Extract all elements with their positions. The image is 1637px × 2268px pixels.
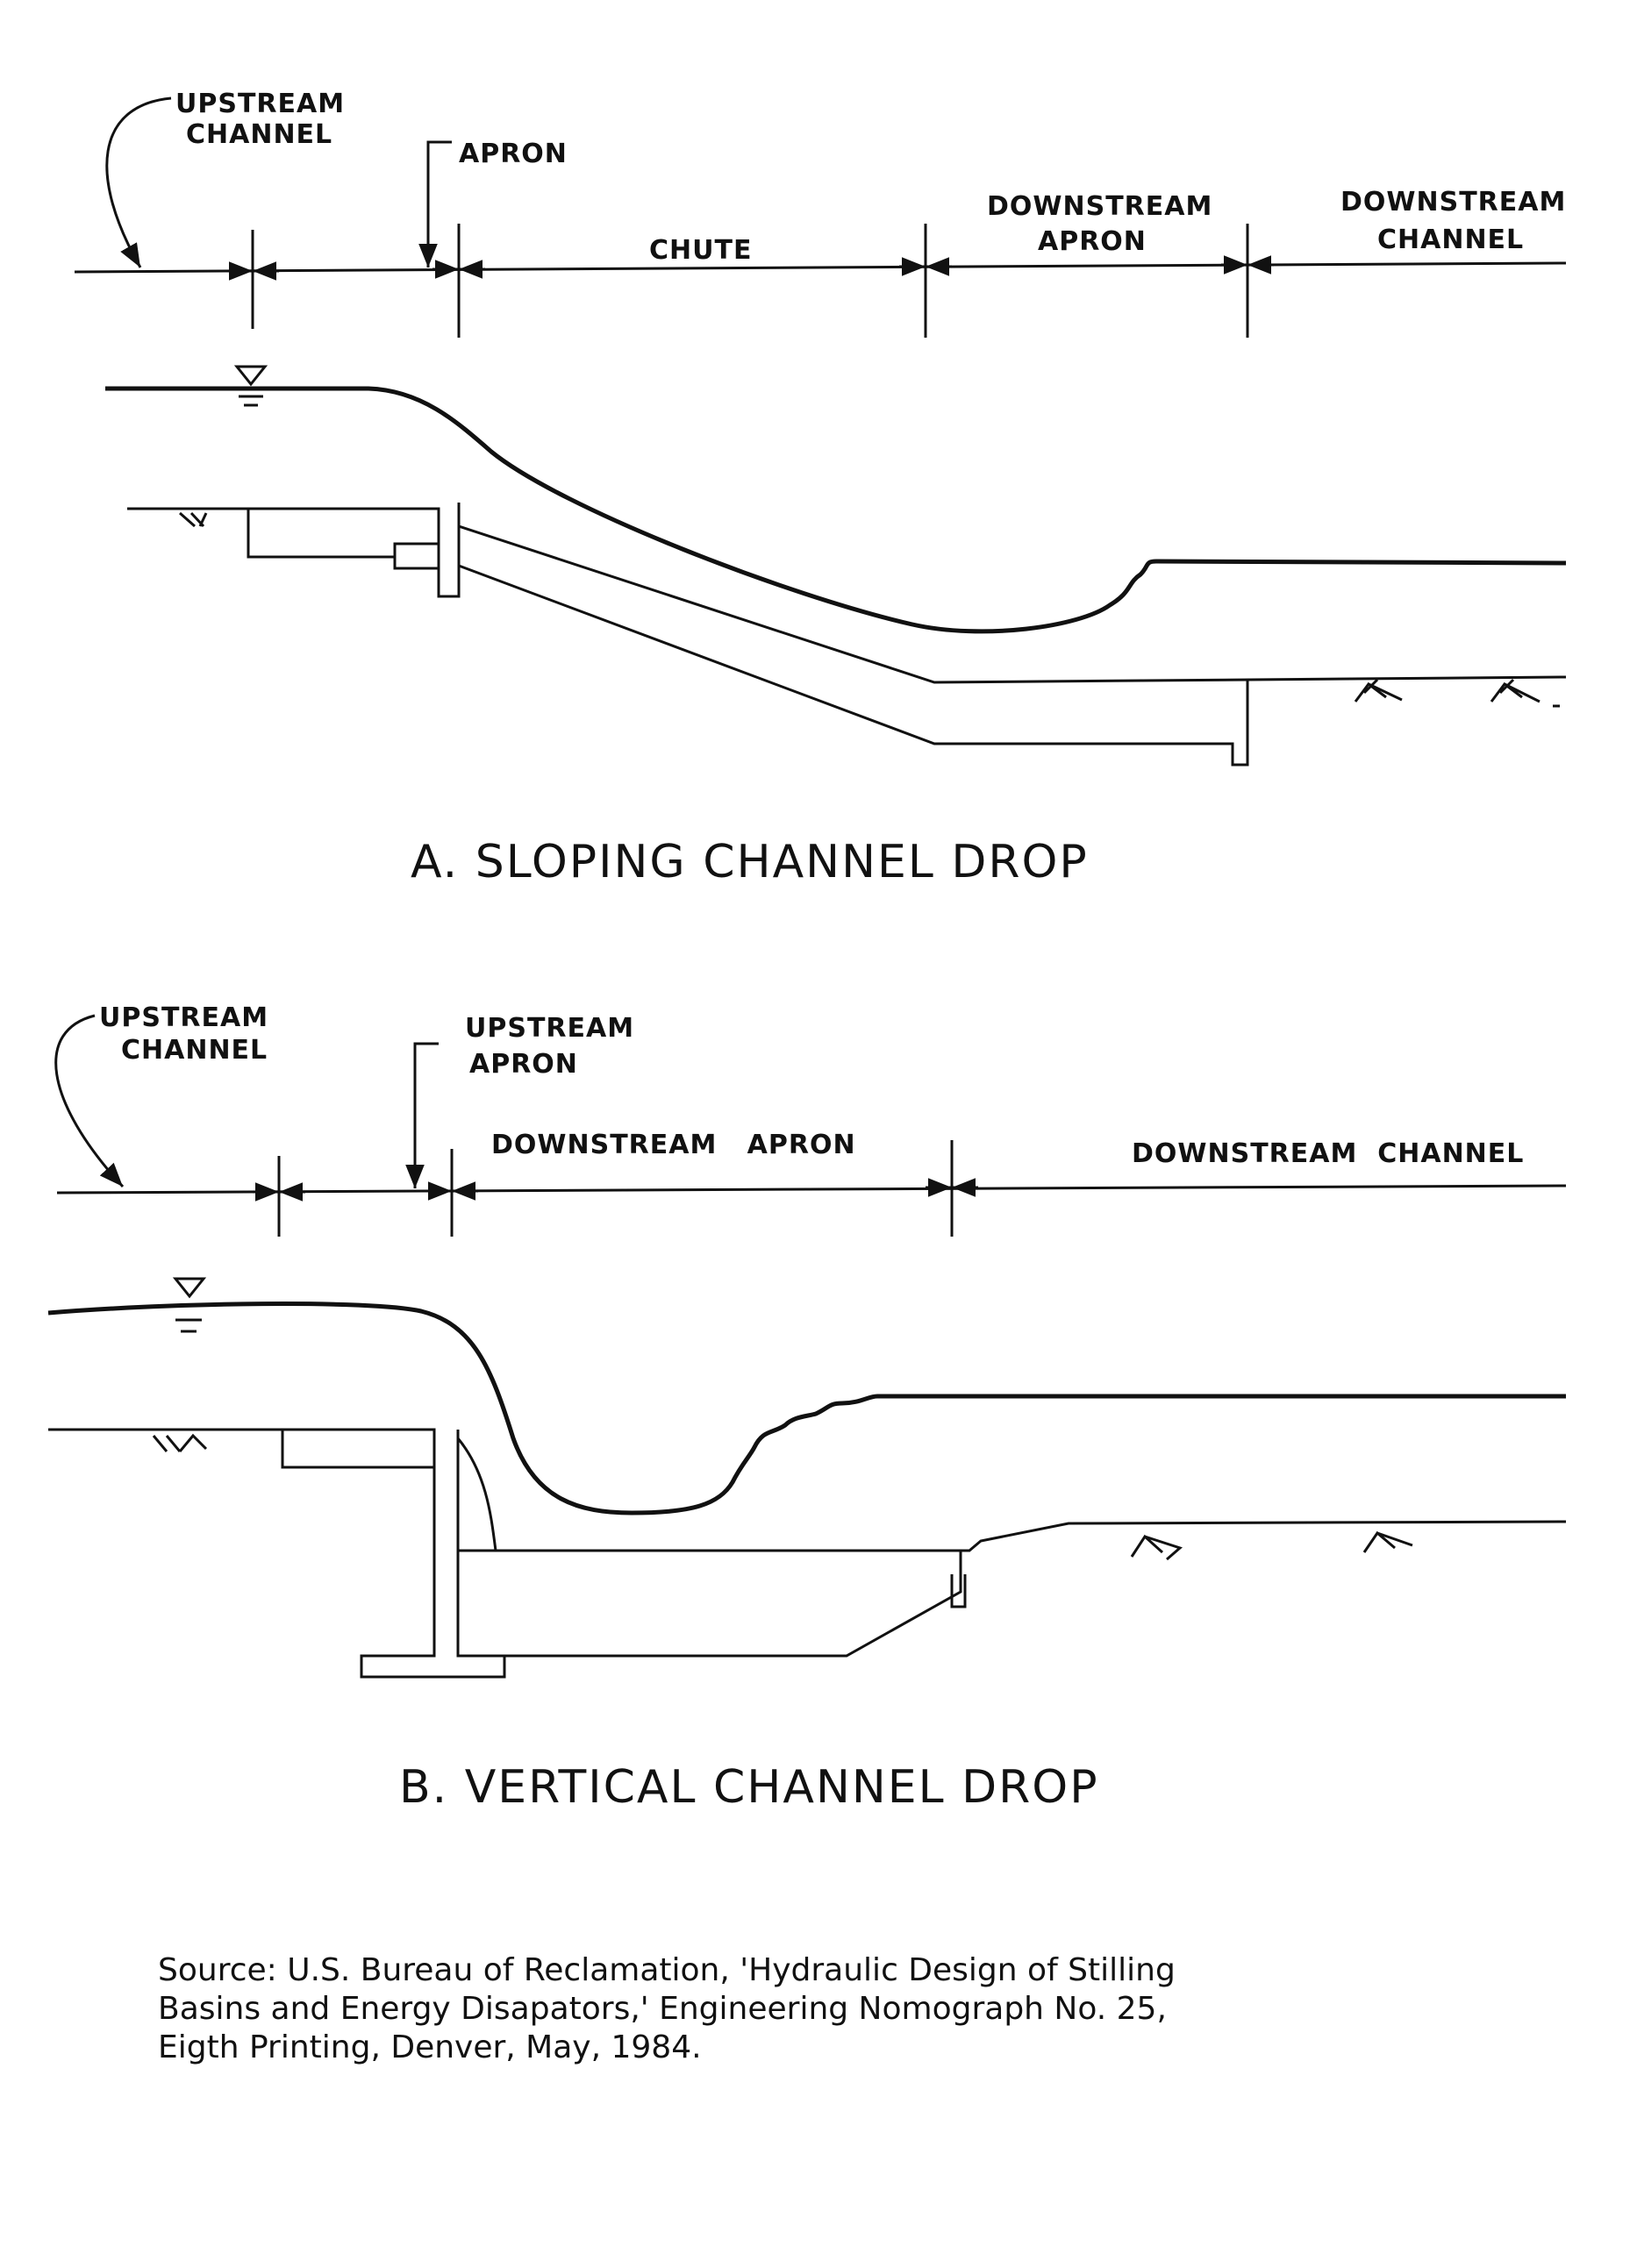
water-level-icon (233, 365, 268, 387)
figure-a-title: A. SLOPING CHANNEL DROP (411, 836, 1089, 888)
label-upstream-channel-1: UPSTREAM (175, 89, 345, 119)
label-apron: APRON (459, 139, 568, 169)
leader-b-upstream-apron (405, 1042, 439, 1188)
source-line-1: Source: U.S. Bureau of Reclamation, 'Hyd… (158, 1952, 1176, 1988)
label-b-upstream-apron-2: APRON (469, 1049, 578, 1080)
figure-a: UPSTREAM CHANNEL APRON CHUTE DOWNSTREAM … (74, 89, 1567, 888)
dimension-line-a (74, 261, 1567, 274)
label-downstream-channel-2: CHANNEL (1377, 225, 1524, 255)
label-b-downstream-apron: DOWNSTREAM APRON (491, 1130, 856, 1160)
label-b-upstream-channel-2: CHANNEL (121, 1035, 268, 1066)
label-b-upstream-apron-1: UPSTREAM (465, 1013, 634, 1044)
dimension-line-b (56, 1184, 1567, 1195)
label-downstream-apron-1: DOWNSTREAM (987, 191, 1212, 222)
label-b-downstream-channel: DOWNSTREAM CHANNEL (1132, 1138, 1524, 1169)
leader-b-upstream-channel (54, 1014, 125, 1188)
water-surface-b (47, 1302, 1566, 1516)
chute-bottom-a (458, 564, 1249, 767)
structure-b (48, 1428, 1567, 1679)
leader-apron (418, 140, 452, 267)
water-level-b-icon (172, 1277, 207, 1299)
source-line-2: Basins and Energy Disapators,' Engineeri… (158, 1991, 1167, 2027)
label-downstream-apron-2: APRON (1038, 226, 1147, 257)
label-downstream-channel-1: DOWNSTREAM (1340, 187, 1566, 218)
label-chute: CHUTE (649, 235, 752, 266)
source-citation: Source: U.S. Bureau of Reclamation, 'Hyd… (158, 1951, 1474, 2067)
water-surface-a (105, 386, 1567, 634)
source-line-3: Eigth Printing, Denver, May, 1984. (158, 2029, 702, 2065)
leader-upstream-channel (105, 96, 172, 268)
figure-b: UPSTREAM CHANNEL UPSTREAM APRON DOWNSTRE… (47, 1002, 1567, 1814)
label-upstream-channel-2: CHANNEL (186, 119, 332, 150)
chute-top-a (457, 503, 1567, 684)
figure-b-title: B. VERTICAL CHANNEL DROP (399, 1761, 1099, 1814)
upstream-apron-a (127, 503, 461, 598)
label-b-upstream-channel-1: UPSTREAM (99, 1002, 268, 1033)
